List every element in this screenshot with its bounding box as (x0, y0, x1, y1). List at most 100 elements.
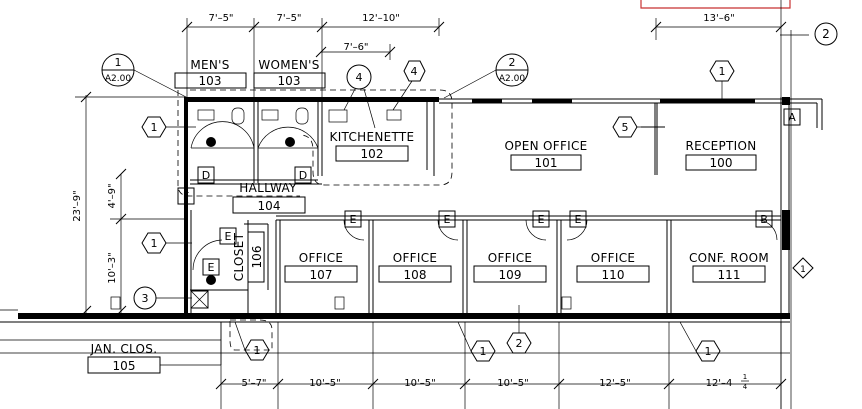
door-tag: E (202, 258, 220, 276)
room-label-jan-closet: JAN. CLOS. 105 (87, 342, 161, 374)
room-label-office-108: OFFICE 108 (378, 251, 452, 283)
svg-text:2: 2 (516, 337, 523, 350)
room-number: 103 (199, 74, 222, 88)
dimension-label: 12'–4 (706, 378, 733, 389)
svg-text:1: 1 (800, 265, 806, 275)
room-number: 100 (710, 156, 733, 170)
bottom-dimension-string: 5'–7" 10'–5" 10'–5" 10'–5" 12'–5" 12'–4 … (0, 322, 790, 409)
room-name: OFFICE (591, 251, 636, 265)
door-tag: B (755, 210, 773, 228)
door-tag: E (438, 210, 456, 228)
svg-text:5: 5 (622, 121, 629, 134)
svg-text:D: D (202, 169, 210, 182)
wall-type-tag: 1 (679, 321, 721, 362)
door-tag: E (532, 210, 550, 228)
svg-text:E: E (444, 213, 451, 226)
door-tag: F (177, 187, 195, 205)
equipment-tag: 4 (343, 64, 376, 129)
door-tag: E (344, 210, 362, 228)
svg-text:A2.00: A2.00 (499, 74, 525, 84)
section-ref-bubble: 2 A2.00 (443, 53, 529, 99)
room-name: OPEN OFFICE (504, 139, 587, 153)
svg-text:4: 4 (356, 71, 363, 84)
room-label-conf-room: CONF. ROOM 111 (689, 251, 769, 283)
svg-text:A2.00: A2.00 (105, 74, 131, 84)
dimension-label: 7'–6" (343, 42, 368, 53)
dimension-label: 10'–5" (309, 378, 340, 389)
room-name: RECEPTION (685, 139, 756, 153)
door-tag: E (219, 227, 237, 245)
svg-text:1: 1 (480, 345, 487, 358)
wall-type-tag: 1 (141, 232, 192, 254)
room-name: KITCHENETTE (330, 130, 415, 144)
room-name: OFFICE (488, 251, 533, 265)
room-label-office-109: OFFICE 109 (473, 251, 547, 283)
wall-type-tag: 1 (234, 321, 270, 361)
room-number: 108 (404, 268, 427, 282)
svg-text:3: 3 (142, 292, 149, 305)
section-enlargement-outline (177, 89, 453, 351)
svg-text:F: F (183, 190, 189, 203)
dimension-fraction-numerator: 1 (743, 373, 747, 381)
dimension-label: 10'–5" (497, 378, 528, 389)
dimension-label: 5'–7" (241, 378, 266, 389)
room-name: CONF. ROOM (689, 251, 769, 265)
wall-type-tag: 1 (709, 60, 735, 100)
room-label-office-110: OFFICE 110 (576, 251, 650, 283)
room-name: HALLWAY (239, 181, 297, 195)
top-dimension-string: 7'–5" 7'–5" 12'–10" 7'–6" 13'–6" (181, 13, 787, 100)
room-number: 110 (602, 268, 625, 282)
dimension-label: 4'–9" (107, 183, 118, 208)
room-number: 105 (113, 359, 136, 373)
svg-text:4: 4 (411, 65, 418, 78)
wall-type-tag: 1 (141, 116, 196, 138)
door-tag: E (569, 210, 587, 228)
room-label-hallway: HALLWAY 104 (232, 181, 306, 214)
dimension-label: 7'–5" (208, 13, 233, 24)
section-ref-bubble: 1 A2.00 (101, 53, 189, 99)
room-name: OFFICE (299, 251, 344, 265)
wall-type-tag: 2 (506, 305, 532, 354)
room-label-office-107: OFFICE 107 (284, 251, 358, 283)
svg-text:1: 1 (254, 344, 261, 357)
room-number: 103 (278, 74, 301, 88)
svg-text:E: E (350, 213, 357, 226)
room-number: 111 (718, 268, 741, 282)
room-name: MEN'S (190, 58, 229, 72)
equipment-tag: 4 (392, 60, 426, 111)
room-name: CLOSET (232, 232, 246, 281)
dimension-label: 12'–10" (362, 13, 400, 24)
wall-type-tag: 1 (457, 321, 496, 362)
dimension-label: 13'–6" (703, 13, 734, 24)
svg-text:1: 1 (705, 345, 712, 358)
grid-bubble: 2 (814, 22, 838, 46)
svg-text:E: E (575, 213, 582, 226)
dimension-label: 23'–9" (72, 190, 83, 221)
room-number: 102 (361, 147, 384, 161)
svg-text:A: A (788, 111, 796, 124)
svg-text:2: 2 (509, 56, 516, 69)
svg-text:E: E (225, 230, 232, 243)
room-label-mens: MEN'S 103 (174, 58, 247, 89)
title-block-corner (640, 0, 791, 9)
room-number: 104 (258, 199, 281, 213)
room-label-reception: RECEPTION 100 (685, 139, 757, 171)
room-name: WOMEN'S (258, 58, 319, 72)
room-name: OFFICE (393, 251, 438, 265)
room-number: 101 (535, 156, 558, 170)
svg-text:1: 1 (719, 65, 726, 78)
room-label-open-office: OPEN OFFICE 101 (504, 139, 587, 171)
door-tag: D (197, 166, 215, 184)
dimension-label: 10'–5" (404, 378, 435, 389)
partition-tag: 5 (612, 116, 655, 138)
dimension-label: 12'–5" (599, 378, 630, 389)
svg-text:D: D (299, 169, 307, 182)
room-name: JAN. CLOS. (90, 342, 158, 356)
window-tag: 1 (792, 257, 814, 279)
door-tag: A (783, 108, 801, 126)
dimension-fraction-denominator: 4 (743, 383, 748, 391)
svg-text:1: 1 (115, 56, 122, 69)
room-number: 107 (310, 268, 333, 282)
